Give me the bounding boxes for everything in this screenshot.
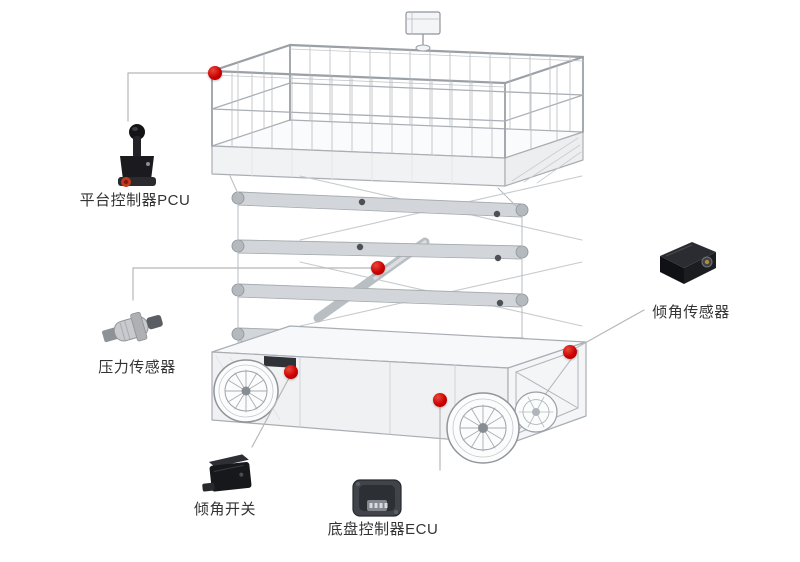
hotspot-marker-tilt-sensor bbox=[563, 345, 577, 359]
wheel-front-left bbox=[213, 359, 279, 423]
hotspot-marker-platform-controller-pcu bbox=[208, 66, 222, 80]
callout-label-tilt-switch: 倾角开关 bbox=[193, 501, 256, 518]
callout-line-pressure-sensor bbox=[132, 267, 379, 301]
callout-line-tilt-switch bbox=[251, 377, 290, 448]
callout-lines bbox=[127, 72, 645, 471]
wheel-front-right bbox=[446, 392, 520, 464]
platform-group bbox=[210, 11, 585, 187]
callout-line-pcu bbox=[127, 72, 216, 122]
platform-controller-pcu-image bbox=[118, 124, 156, 187]
top-control-box bbox=[405, 11, 441, 52]
callout-label-chassis-controller-ecu: 底盘控制器ECU bbox=[327, 521, 439, 538]
hotspot-marker-pressure-sensor bbox=[371, 261, 385, 275]
hotspot-marker-tilt-switch bbox=[284, 365, 298, 379]
scissor-arms-group bbox=[229, 175, 583, 353]
tilt-switch-image bbox=[202, 454, 252, 492]
callout-line-tilt-sensor bbox=[575, 309, 645, 349]
callout-label-pressure-sensor: 压力传感器 bbox=[98, 359, 176, 376]
hotspot-marker-chassis-controller-ecu bbox=[433, 393, 447, 407]
callout-label-tilt-sensor: 倾角传感器 bbox=[652, 304, 730, 321]
callout-label-platform-controller-pcu: 平台控制器PCU bbox=[79, 192, 191, 209]
chassis-controller-ecu-image bbox=[352, 479, 402, 517]
tilt-sensor-image bbox=[660, 242, 716, 284]
wheel-rear-right bbox=[514, 391, 558, 433]
pressure-sensor-image bbox=[102, 311, 163, 343]
